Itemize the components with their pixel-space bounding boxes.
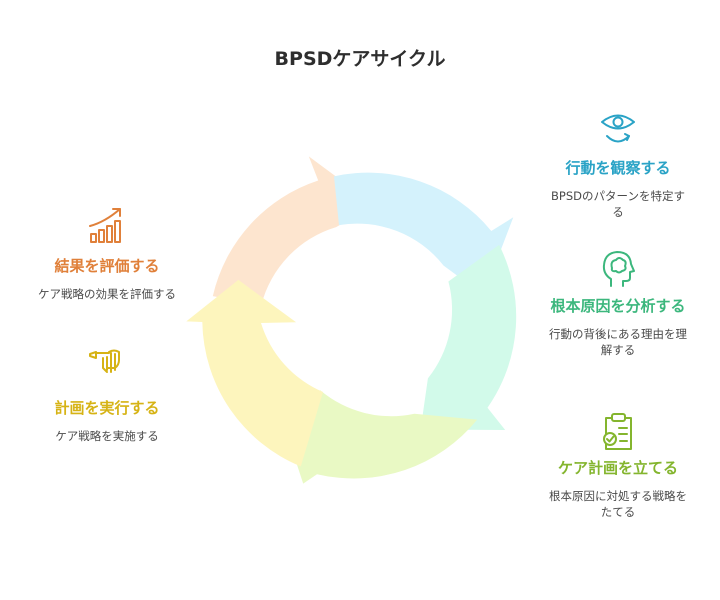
cycle-arrow-analyze bbox=[420, 244, 517, 430]
step-observe: 行動を観察する BPSDのパターンを特定する bbox=[548, 110, 688, 220]
brain-head-icon bbox=[602, 251, 635, 287]
cycle-arrow-observe bbox=[334, 172, 514, 295]
cycle-arrow-evaluate bbox=[212, 156, 375, 306]
cycle-arrow-plan bbox=[279, 390, 478, 484]
step-plan: ケア計画を立てる 根本原因に対処する戦略をたてる bbox=[548, 412, 688, 520]
step-heading: ケア計画を立てる bbox=[557, 459, 678, 477]
growth-chart-icon bbox=[89, 208, 121, 243]
step-heading: 結果を評価する bbox=[54, 257, 160, 275]
step-description: ケア戦略を実施する bbox=[55, 429, 159, 443]
step-description: BPSDのパターンを特定する bbox=[551, 189, 685, 219]
step-description: 根本原因に対処する戦略をたてる bbox=[549, 489, 687, 519]
hand-pen-icon bbox=[89, 349, 120, 373]
diagram-title: BPSDケアサイクル bbox=[274, 48, 446, 70]
step-heading: 根本原因を分析する bbox=[550, 297, 686, 315]
step-evaluate: 結果を評価する ケア戦略の効果を評価する bbox=[22, 206, 192, 302]
step-implement: 計画を実行する ケア戦略を実施する bbox=[22, 346, 192, 444]
clipboard-check-icon bbox=[603, 413, 632, 450]
eye-icon bbox=[601, 114, 635, 143]
cycle-arrow-implement bbox=[186, 279, 323, 467]
step-heading: 行動を観察する bbox=[565, 159, 671, 177]
step-description: ケア戦略の効果を評価する bbox=[38, 287, 176, 301]
step-heading: 計画を実行する bbox=[54, 399, 160, 417]
step-description: 行動の背後にある理由を理解する bbox=[549, 327, 687, 357]
step-analyze: 根本原因を分析する 行動の背後にある理由を理解する bbox=[548, 250, 688, 358]
